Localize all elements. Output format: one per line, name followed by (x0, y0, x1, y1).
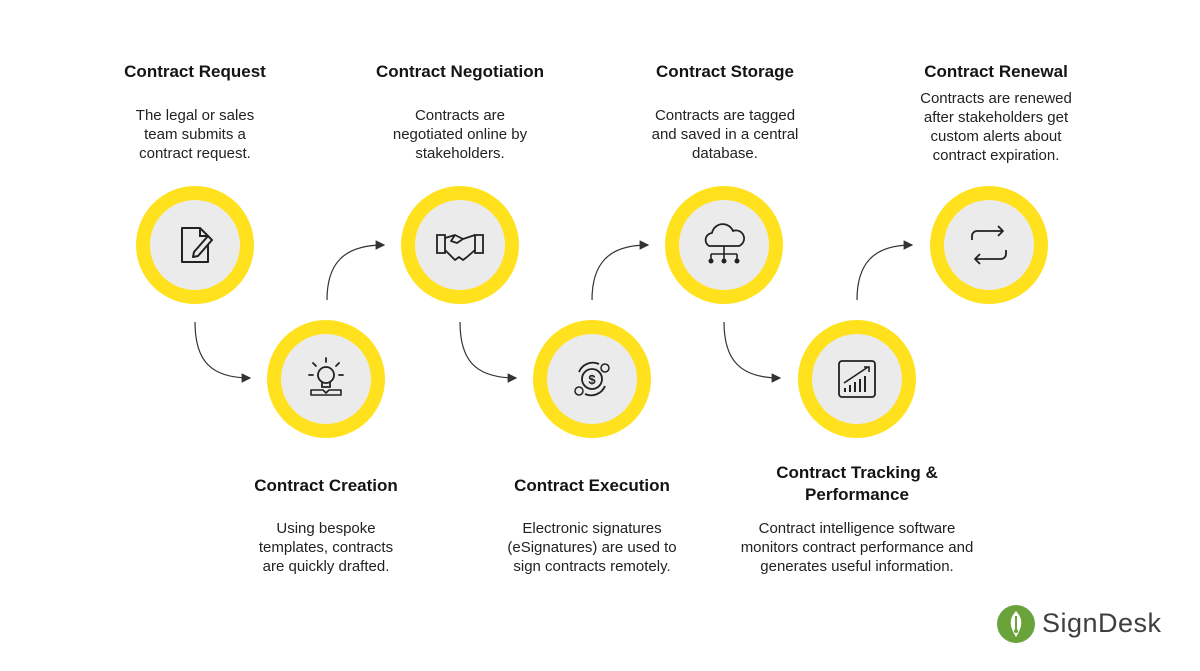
stage-desc-tracking: Contract intelligence software monitors … (740, 520, 974, 575)
stage-desc-execution: Electronic signatures (eSignatures) are … (507, 520, 677, 575)
document-pen-icon (181, 227, 213, 263)
handshake-icon (436, 234, 484, 261)
svg-text:$: $ (588, 372, 596, 387)
stage-ring-renewal (930, 186, 1048, 304)
signdesk-logo: SignDesk (996, 604, 1176, 644)
stage-title-storage: Contract Storage (656, 62, 794, 81)
stage-title-tracking: Contract Tracking & Performance (776, 463, 938, 504)
stage-title-negotiation: Contract Negotiation (375, 62, 545, 81)
stage-desc-creation: Using bespoke templates, contracts are q… (258, 520, 394, 575)
arrow-execution-to-storage (591, 240, 650, 301)
arrow-storage-to-tracking (723, 321, 782, 383)
growth-chart-icon (838, 360, 876, 398)
stage-desc-request: The legal or sales team submits a contra… (135, 107, 255, 162)
stage-title-creation: Contract Creation (254, 476, 398, 495)
arrow-negotiation-to-execution (459, 321, 518, 383)
stage-ring-negotiation (401, 186, 519, 304)
dollar-exchange-icon: $ (574, 361, 610, 397)
stage-ring-request (136, 186, 254, 304)
renew-arrows-icon (971, 225, 1007, 265)
stage-title-request: Contract Request (124, 62, 266, 81)
lightbulb-icon (308, 357, 344, 396)
cloud-network-icon (704, 223, 745, 264)
arrow-request-to-creation (194, 321, 252, 383)
stage-ring-storage (665, 186, 783, 304)
pen-nib-leaf-icon (997, 605, 1035, 643)
arrow-tracking-to-renewal (856, 240, 914, 301)
stage-title-renewal: Contract Renewal (924, 62, 1068, 81)
stage-ring-creation (267, 320, 385, 438)
stage-desc-storage: Contracts are tagged and saved in a cent… (651, 107, 799, 162)
stage-ring-tracking (798, 320, 916, 438)
stage-title-execution: Contract Execution (514, 476, 670, 495)
arrow-creation-to-negotiation (326, 240, 386, 301)
logo-text: SignDesk (1042, 608, 1162, 638)
stage-desc-renewal: Contracts are renewed after stakeholders… (920, 90, 1072, 164)
stage-desc-negotiation: Contracts are negotiated online by stake… (392, 107, 528, 162)
stage-ring-execution: $ (533, 320, 651, 438)
